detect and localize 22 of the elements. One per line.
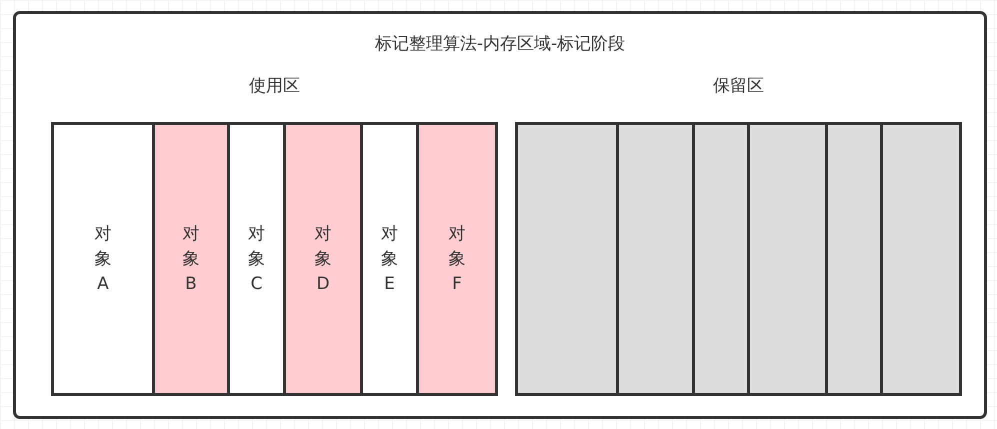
- memory-block: [825, 122, 883, 396]
- region-heading: 使用区: [249, 75, 300, 98]
- memory-block: [515, 122, 619, 396]
- outer-frame: [13, 11, 987, 419]
- object-label: 对象C: [248, 222, 266, 296]
- object-block: [283, 122, 363, 396]
- diagram-title: 标记整理算法-内存区域-标记阶段: [374, 33, 626, 56]
- object-block: [416, 122, 498, 396]
- region-heading: 保留区: [713, 75, 764, 98]
- object-label: 对象F: [448, 222, 466, 296]
- memory-block: [692, 122, 750, 396]
- memory-block: [880, 122, 962, 396]
- object-label: 对象E: [380, 222, 398, 296]
- object-label: 对象B: [182, 222, 200, 296]
- object-block: [152, 122, 230, 396]
- object-block: [51, 122, 155, 396]
- object-label: 对象A: [94, 222, 112, 296]
- object-label: 对象D: [314, 222, 332, 296]
- object-block: [360, 122, 419, 396]
- memory-block: [747, 122, 828, 396]
- memory-block: [616, 122, 695, 396]
- object-block: [227, 122, 286, 396]
